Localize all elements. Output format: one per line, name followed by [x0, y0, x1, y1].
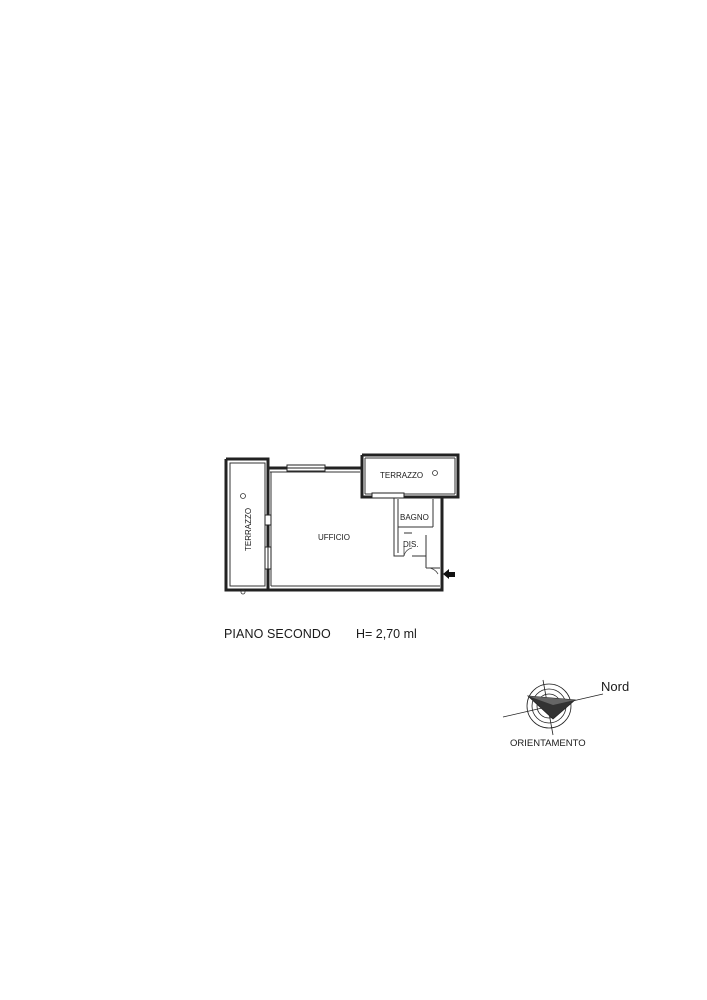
floor-caption: PIANO SECONDO: [224, 627, 331, 641]
north-label: Nord: [601, 679, 630, 694]
room-label-dis: DIS.: [403, 540, 419, 549]
windows: [264, 464, 405, 570]
compass-rose-icon: [502, 679, 604, 736]
room-label-ufficio: UFFICIO: [318, 533, 350, 542]
room-label-terrazzo-left: TERRAZZO: [244, 508, 253, 551]
drain-icon: [240, 589, 246, 595]
orientation-label: ORIENTAMENTO: [510, 738, 586, 749]
building-walls: [224, 453, 460, 592]
inner-walls: [229, 457, 456, 587]
entrance-arrow-icon: [443, 569, 455, 579]
room-label-terrazzo-top: TERRAZZO: [380, 471, 423, 480]
floor-height: H= 2,70 ml: [356, 627, 417, 641]
drain-icon: [240, 493, 246, 499]
doors: [403, 546, 439, 575]
room-label-bagno: BAGNO: [400, 513, 429, 522]
drain-icon: [432, 470, 438, 476]
